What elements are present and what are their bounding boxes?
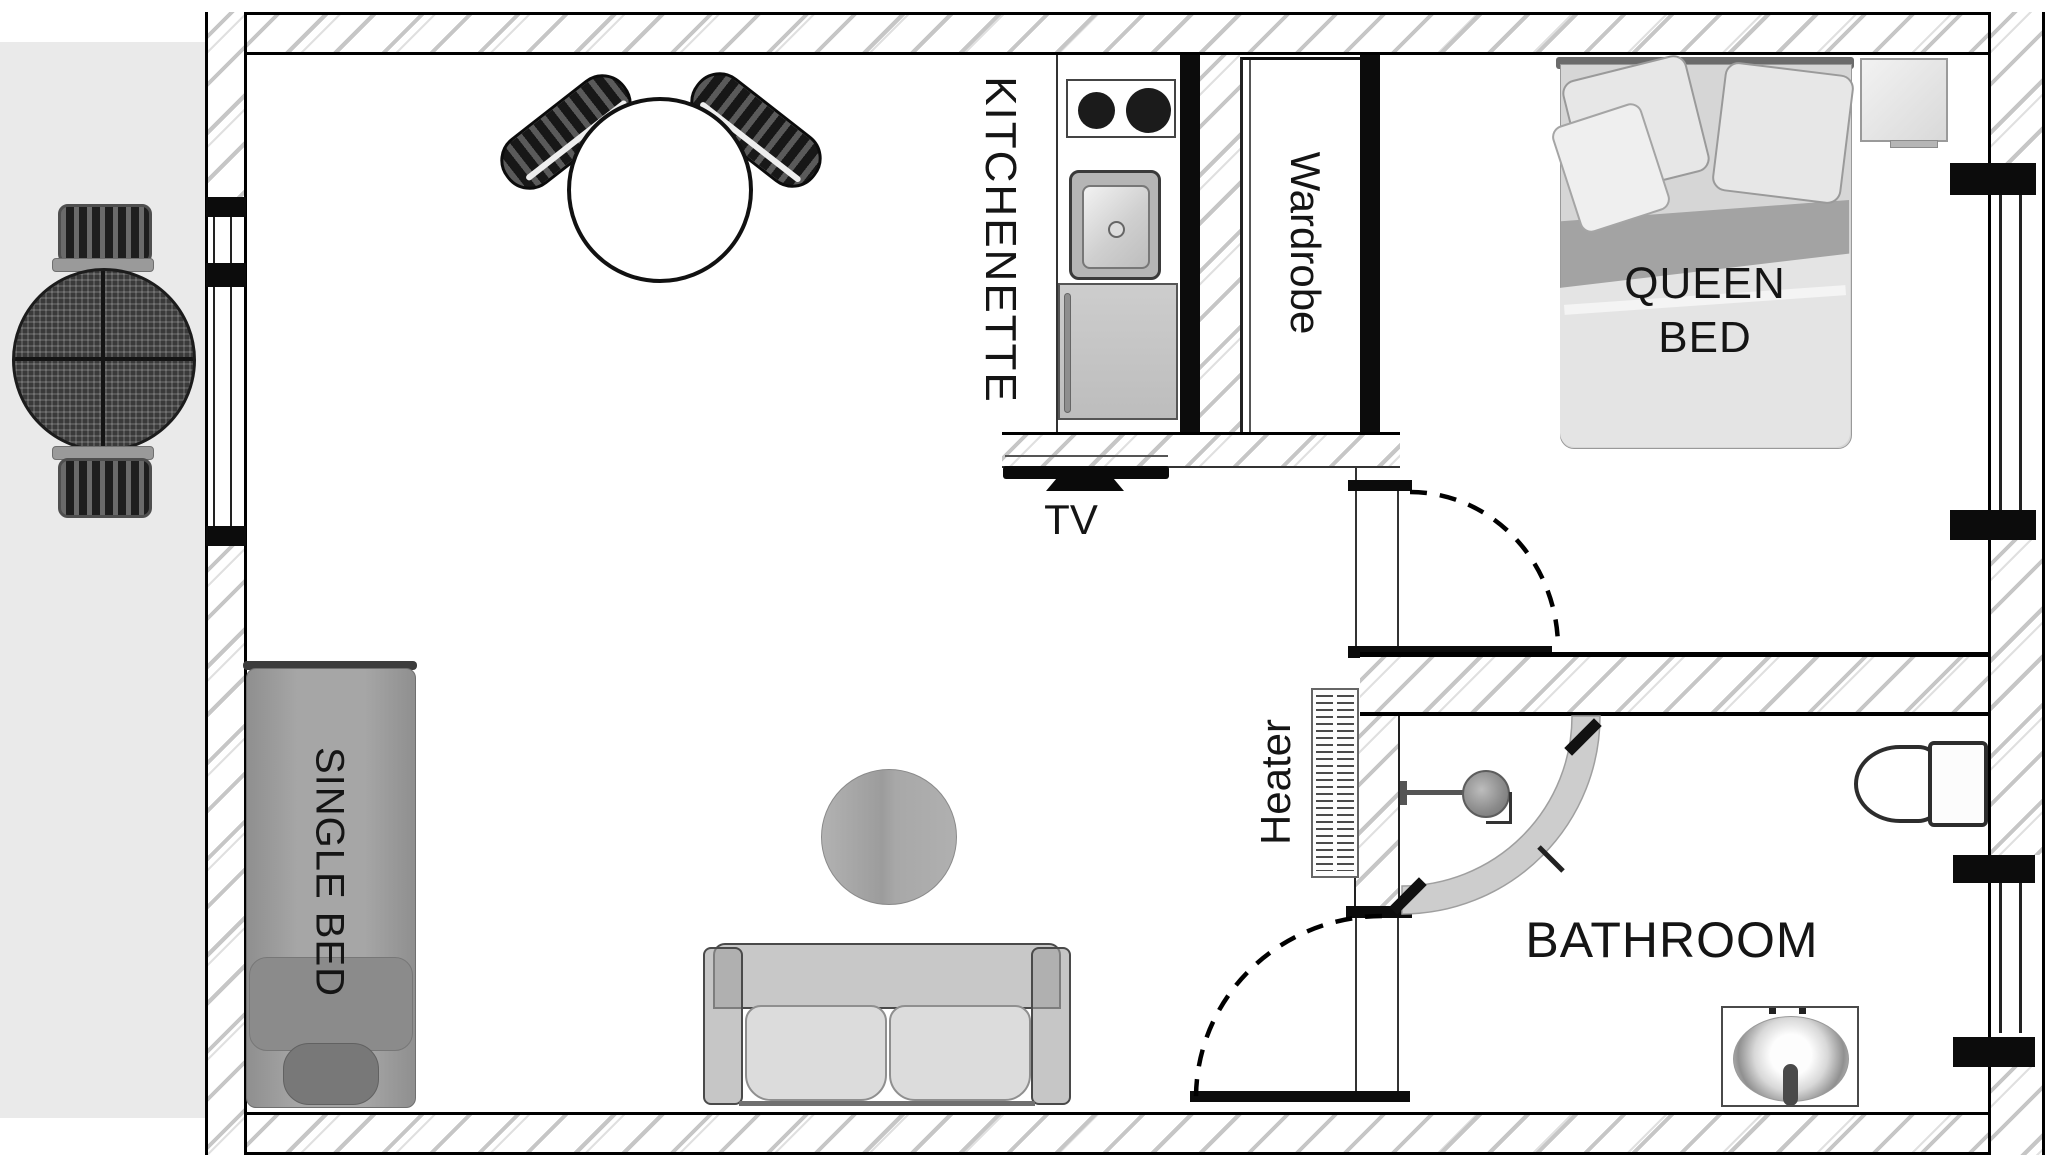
toilet-tank — [1928, 741, 1988, 827]
window-glass — [230, 217, 232, 263]
patio-table-icon — [12, 268, 196, 452]
window-glass — [2019, 195, 2022, 510]
sofa-cushion — [889, 1005, 1031, 1101]
wall-queen-bath — [1360, 657, 1988, 712]
sofa-base-line — [739, 1101, 1035, 1106]
window-sill — [206, 263, 246, 287]
queen-bed-label: QUEEN BED — [1575, 257, 1835, 365]
shower-wall-plate — [1400, 781, 1407, 805]
wardrobe — [1240, 57, 1360, 432]
window-sill — [1953, 855, 2035, 883]
wardrobe-front-line — [1249, 60, 1251, 432]
sofa-back — [713, 943, 1061, 1009]
wall-edge — [1360, 712, 1988, 716]
tv-stand — [1046, 478, 1124, 491]
nightstand-tab — [1890, 140, 1938, 148]
queen-bed-label-line1: QUEEN — [1624, 259, 1786, 308]
single-bed-icon — [243, 661, 417, 1113]
window-sill — [1950, 510, 2036, 540]
tv-label: TV — [1044, 496, 1098, 543]
bathroom-sink-icon — [1721, 1006, 1859, 1107]
shower-door-hinge-tick — [1537, 845, 1565, 873]
single-bed-headbar — [243, 661, 417, 670]
window-sill — [1953, 1037, 2035, 1067]
heater-label: Heater — [1252, 718, 1299, 846]
wall-left-segment — [208, 12, 244, 197]
dining-table-icon — [567, 97, 753, 283]
single-bed-label: SINGLE BED — [307, 746, 352, 998]
nightstand-icon — [1860, 58, 1948, 148]
tv-shelf-line — [1005, 455, 1168, 457]
door-frame-line — [1355, 467, 1357, 657]
window-glass — [213, 287, 215, 526]
door-frame-line — [1355, 918, 1357, 1092]
window-glass — [1999, 883, 2002, 1033]
cooktop-icon — [1066, 79, 1176, 138]
sink-drain — [1108, 221, 1125, 238]
sofa-arm — [1031, 947, 1071, 1105]
fridge-handle — [1064, 293, 1071, 413]
patio-chair-icon — [58, 204, 152, 264]
door-leaf — [1397, 918, 1399, 1092]
burner — [1126, 88, 1171, 133]
wall-wardrobe-right — [1360, 55, 1380, 432]
door-jamb — [1346, 906, 1412, 918]
door-threshold — [1190, 1091, 1410, 1102]
shower-arm — [1404, 790, 1466, 795]
tv-icon — [1003, 466, 1169, 479]
sofa-cushion — [745, 1005, 887, 1101]
wall-left — [205, 12, 247, 1155]
shower-bracket — [1486, 792, 1512, 824]
wall-bottom — [205, 1112, 2045, 1155]
tap-dot — [1769, 1008, 1776, 1014]
door-jamb — [1348, 480, 1412, 491]
window-sill — [1950, 163, 2036, 195]
window-glass — [230, 287, 232, 526]
single-bed-blanket — [249, 957, 413, 1051]
wardrobe-label: Wardrobe — [1282, 151, 1329, 335]
kitchenette-label: KITCHENETTE — [976, 76, 1025, 404]
sofa-icon — [703, 943, 1071, 1111]
window-glass — [1999, 195, 2002, 510]
wall-kitchen-wardrobe — [1200, 55, 1240, 432]
single-bed-pillow — [283, 1043, 379, 1105]
wall-right-segment — [1991, 1067, 2042, 1155]
kitchen-sink-icon — [1069, 170, 1161, 280]
wall-right-segment — [1991, 12, 2042, 163]
queen-bed-label-line2: BED — [1658, 313, 1752, 362]
sofa-arm — [703, 947, 743, 1105]
queen-bed-icon: QUEEN BED — [1548, 52, 1856, 449]
queen-door-arc — [1409, 489, 1561, 649]
wall-edge — [1360, 652, 1988, 657]
patio-chair-icon — [58, 458, 152, 518]
window-glass — [213, 217, 215, 263]
window-sill — [206, 526, 246, 546]
tap-dot — [1799, 1008, 1806, 1014]
round-rug-icon — [821, 769, 957, 905]
door-leaf — [1397, 483, 1399, 657]
heater-fins — [1316, 695, 1333, 871]
wall-kitchenette-right — [1180, 55, 1200, 432]
queen-duvet — [1560, 253, 1850, 447]
window-sill — [206, 197, 246, 217]
faucet — [1783, 1064, 1798, 1106]
heater-icon — [1311, 688, 1359, 878]
wall-bathroom-left — [1354, 716, 1400, 908]
wall-right — [1988, 12, 2045, 1155]
wall-left-segment — [208, 546, 244, 1155]
wall-right-segment — [1991, 540, 2042, 855]
queen-pillow — [1710, 60, 1856, 206]
shower-door-handle — [1564, 718, 1602, 756]
burner — [1078, 92, 1115, 129]
heater-fins — [1337, 695, 1354, 871]
window-glass — [2019, 883, 2022, 1033]
toilet-icon — [1854, 741, 1988, 827]
bathroom-label: BATHROOM — [1525, 912, 1819, 968]
wall-top — [205, 12, 2045, 55]
fridge-icon — [1058, 283, 1178, 420]
patio-table-cross-v — [101, 271, 105, 449]
wall-band-tv — [1002, 432, 1400, 468]
